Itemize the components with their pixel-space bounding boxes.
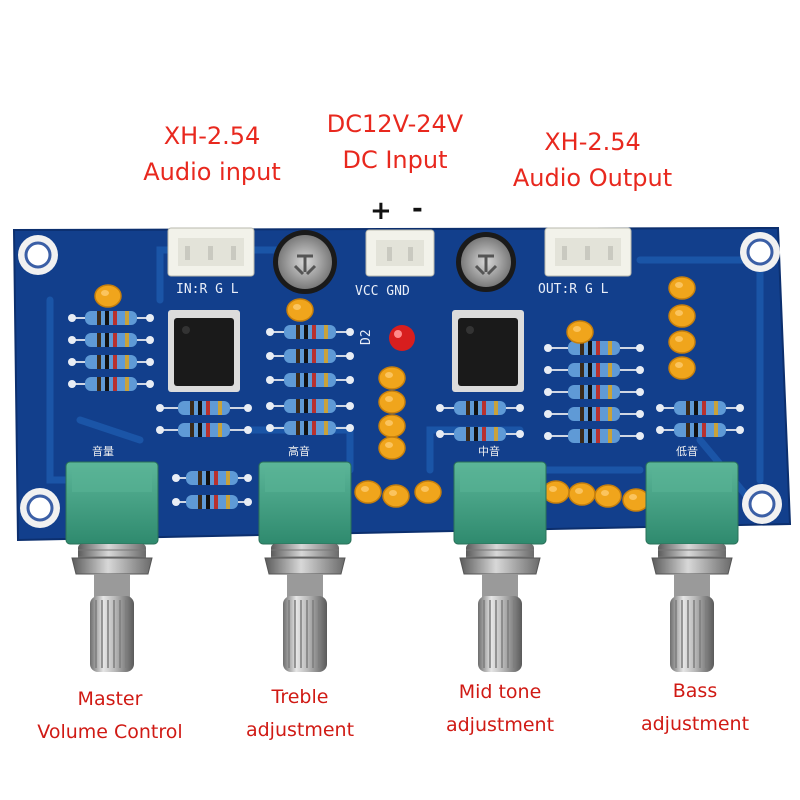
input-label-group: XH-2.54 Audio input bbox=[132, 118, 292, 190]
resistor bbox=[544, 429, 644, 443]
resistor bbox=[544, 341, 644, 355]
output-connector-label: XH-2.54 bbox=[544, 128, 641, 156]
resistor bbox=[68, 377, 154, 391]
mounting-hole bbox=[18, 235, 58, 275]
ceramic-capacitor bbox=[568, 482, 596, 506]
output-label-group: XH-2.54 Audio Output bbox=[500, 124, 685, 196]
knob-label-line1: Bass bbox=[672, 680, 718, 702]
potentiometer-knob[interactable] bbox=[453, 461, 547, 672]
plus-sign: + bbox=[370, 196, 392, 226]
resistor bbox=[266, 421, 354, 435]
treble-label: Treble adjustment bbox=[215, 681, 385, 747]
mounting-hole bbox=[742, 484, 782, 524]
silk-in-pins: IN:R G L bbox=[176, 282, 239, 297]
resistor bbox=[436, 401, 524, 415]
resistor bbox=[266, 349, 354, 363]
resistor-group bbox=[68, 311, 744, 509]
resistor bbox=[544, 407, 644, 421]
ic-chip bbox=[168, 310, 240, 392]
minus-sign: - bbox=[412, 194, 423, 224]
resistor bbox=[656, 423, 744, 437]
power-label-group: DC12V-24V DC Input bbox=[310, 106, 480, 178]
resistor bbox=[156, 401, 252, 415]
silk-pot3: 中音 bbox=[478, 444, 500, 458]
resistor bbox=[436, 427, 524, 441]
master-volume-label: Master Volume Control bbox=[20, 683, 200, 749]
ic-chip bbox=[452, 310, 524, 392]
potentiometer-group bbox=[65, 461, 739, 672]
potentiometer-knob[interactable] bbox=[258, 461, 352, 672]
resistor bbox=[266, 399, 354, 413]
ceramic-capacitor bbox=[382, 484, 410, 508]
knob-label-line2: Volume Control bbox=[37, 721, 183, 743]
ceramic-capacitor bbox=[668, 356, 696, 380]
resistor bbox=[266, 325, 354, 339]
silk-pot2: 高音 bbox=[288, 444, 310, 458]
resistor bbox=[172, 495, 252, 509]
mounting-hole bbox=[20, 488, 60, 528]
red-led bbox=[389, 325, 415, 351]
mid-tone-label: Mid tone adjustment bbox=[415, 676, 585, 742]
ceramic-capacitor bbox=[622, 488, 650, 512]
power-spec-label: DC12V-24V bbox=[326, 110, 464, 138]
knob-label-line2: adjustment bbox=[640, 713, 750, 735]
ceramic-capacitor bbox=[668, 330, 696, 354]
resistor bbox=[156, 423, 252, 437]
ceramic-capacitor bbox=[354, 480, 382, 504]
ceramic-capacitor bbox=[378, 414, 406, 438]
output-desc-label: Audio Output bbox=[512, 164, 673, 192]
electrolytic-capacitor bbox=[456, 232, 516, 292]
resistor bbox=[266, 373, 354, 387]
ceramic-capacitor bbox=[378, 390, 406, 414]
power-desc-label: DC Input bbox=[342, 146, 448, 174]
resistor bbox=[68, 355, 154, 369]
knob-label-line1: Treble bbox=[271, 686, 329, 708]
silk-led: D2 bbox=[359, 329, 374, 345]
ceramic-capacitor bbox=[542, 480, 570, 504]
ceramic-capacitor bbox=[668, 276, 696, 300]
potentiometer-knob[interactable] bbox=[65, 461, 159, 672]
knob-label-line1: Mid tone bbox=[458, 681, 542, 703]
resistor bbox=[656, 401, 744, 415]
knob-label-line1: Master bbox=[77, 688, 143, 710]
input-desc-label: Audio input bbox=[143, 158, 281, 186]
resistor bbox=[544, 363, 644, 377]
mounting-hole bbox=[740, 232, 780, 272]
resistor bbox=[68, 311, 154, 325]
silk-power-pins: VCC GND bbox=[355, 284, 410, 299]
silk-out-pins: OUT:R G L bbox=[538, 282, 609, 297]
dc-power-connector bbox=[365, 229, 435, 277]
ceramic-capacitor bbox=[668, 304, 696, 328]
ceramic-capacitor-group bbox=[94, 276, 696, 512]
resistor bbox=[68, 333, 154, 347]
ceramic-capacitor bbox=[414, 480, 442, 504]
ceramic-capacitor bbox=[378, 436, 406, 460]
silk-pot4: 低音 bbox=[676, 444, 698, 458]
electrolytic-capacitor bbox=[273, 230, 337, 294]
ceramic-capacitor bbox=[378, 366, 406, 390]
resistor bbox=[172, 471, 252, 485]
input-connector-label: XH-2.54 bbox=[163, 122, 261, 150]
ceramic-capacitor bbox=[94, 284, 122, 308]
knob-label-line2: adjustment bbox=[445, 714, 555, 736]
bass-label: Bass adjustment bbox=[610, 675, 780, 741]
knob-label-line2: adjustment bbox=[245, 719, 355, 741]
ceramic-capacitor bbox=[566, 320, 594, 344]
resistor bbox=[544, 385, 644, 399]
ceramic-capacitor bbox=[286, 298, 314, 322]
ceramic-capacitor bbox=[594, 484, 622, 508]
silk-pot1: 音量 bbox=[92, 444, 114, 458]
audio-input-connector bbox=[167, 227, 255, 277]
potentiometer-knob[interactable] bbox=[645, 461, 739, 672]
audio-output-connector bbox=[544, 227, 632, 277]
